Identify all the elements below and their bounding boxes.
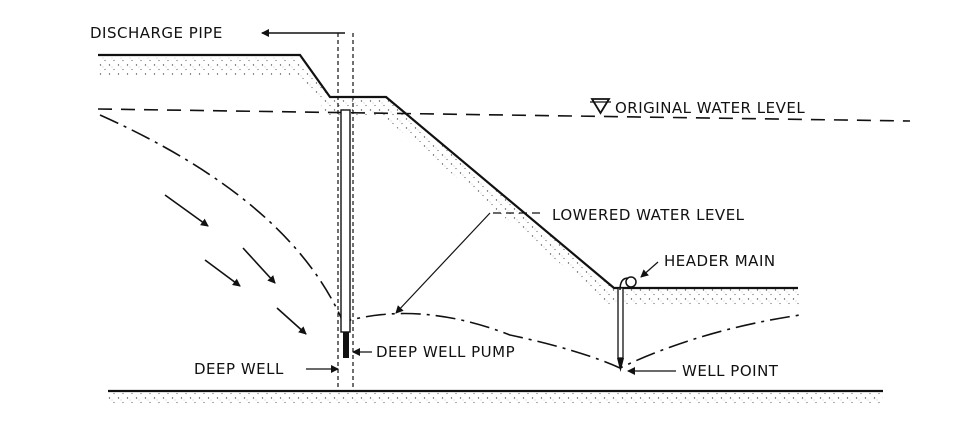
original-water-level-label: ORIGINAL WATER LEVEL [615, 99, 805, 117]
well-point-label: WELL POINT [682, 362, 779, 380]
leader-lines [306, 212, 676, 375]
triangle-down-icon [590, 98, 611, 115]
header-main-pipe [625, 276, 637, 288]
well-point-assembly [617, 276, 637, 372]
deep-well-pump [343, 332, 349, 358]
lowered-water-level-curve [99, 114, 801, 369]
lowered-water-level-label: LOWERED WATER LEVEL [552, 206, 745, 224]
original-water-level-line [97, 108, 911, 122]
header-main-label: HEADER MAIN [664, 252, 776, 270]
discharge-pipe-label: DISCHARGE PIPE [90, 24, 223, 42]
deep-well-label: DEEP WELL [194, 360, 284, 378]
deep-well-pump-label: DEEP WELL PUMP [376, 343, 515, 361]
seepage-flow-arrows [164, 194, 307, 335]
ground-surface-line [98, 53, 798, 290]
well-casing [340, 109, 351, 333]
deep-well-assembly [261, 29, 354, 392]
soil-shading [98, 57, 883, 406]
